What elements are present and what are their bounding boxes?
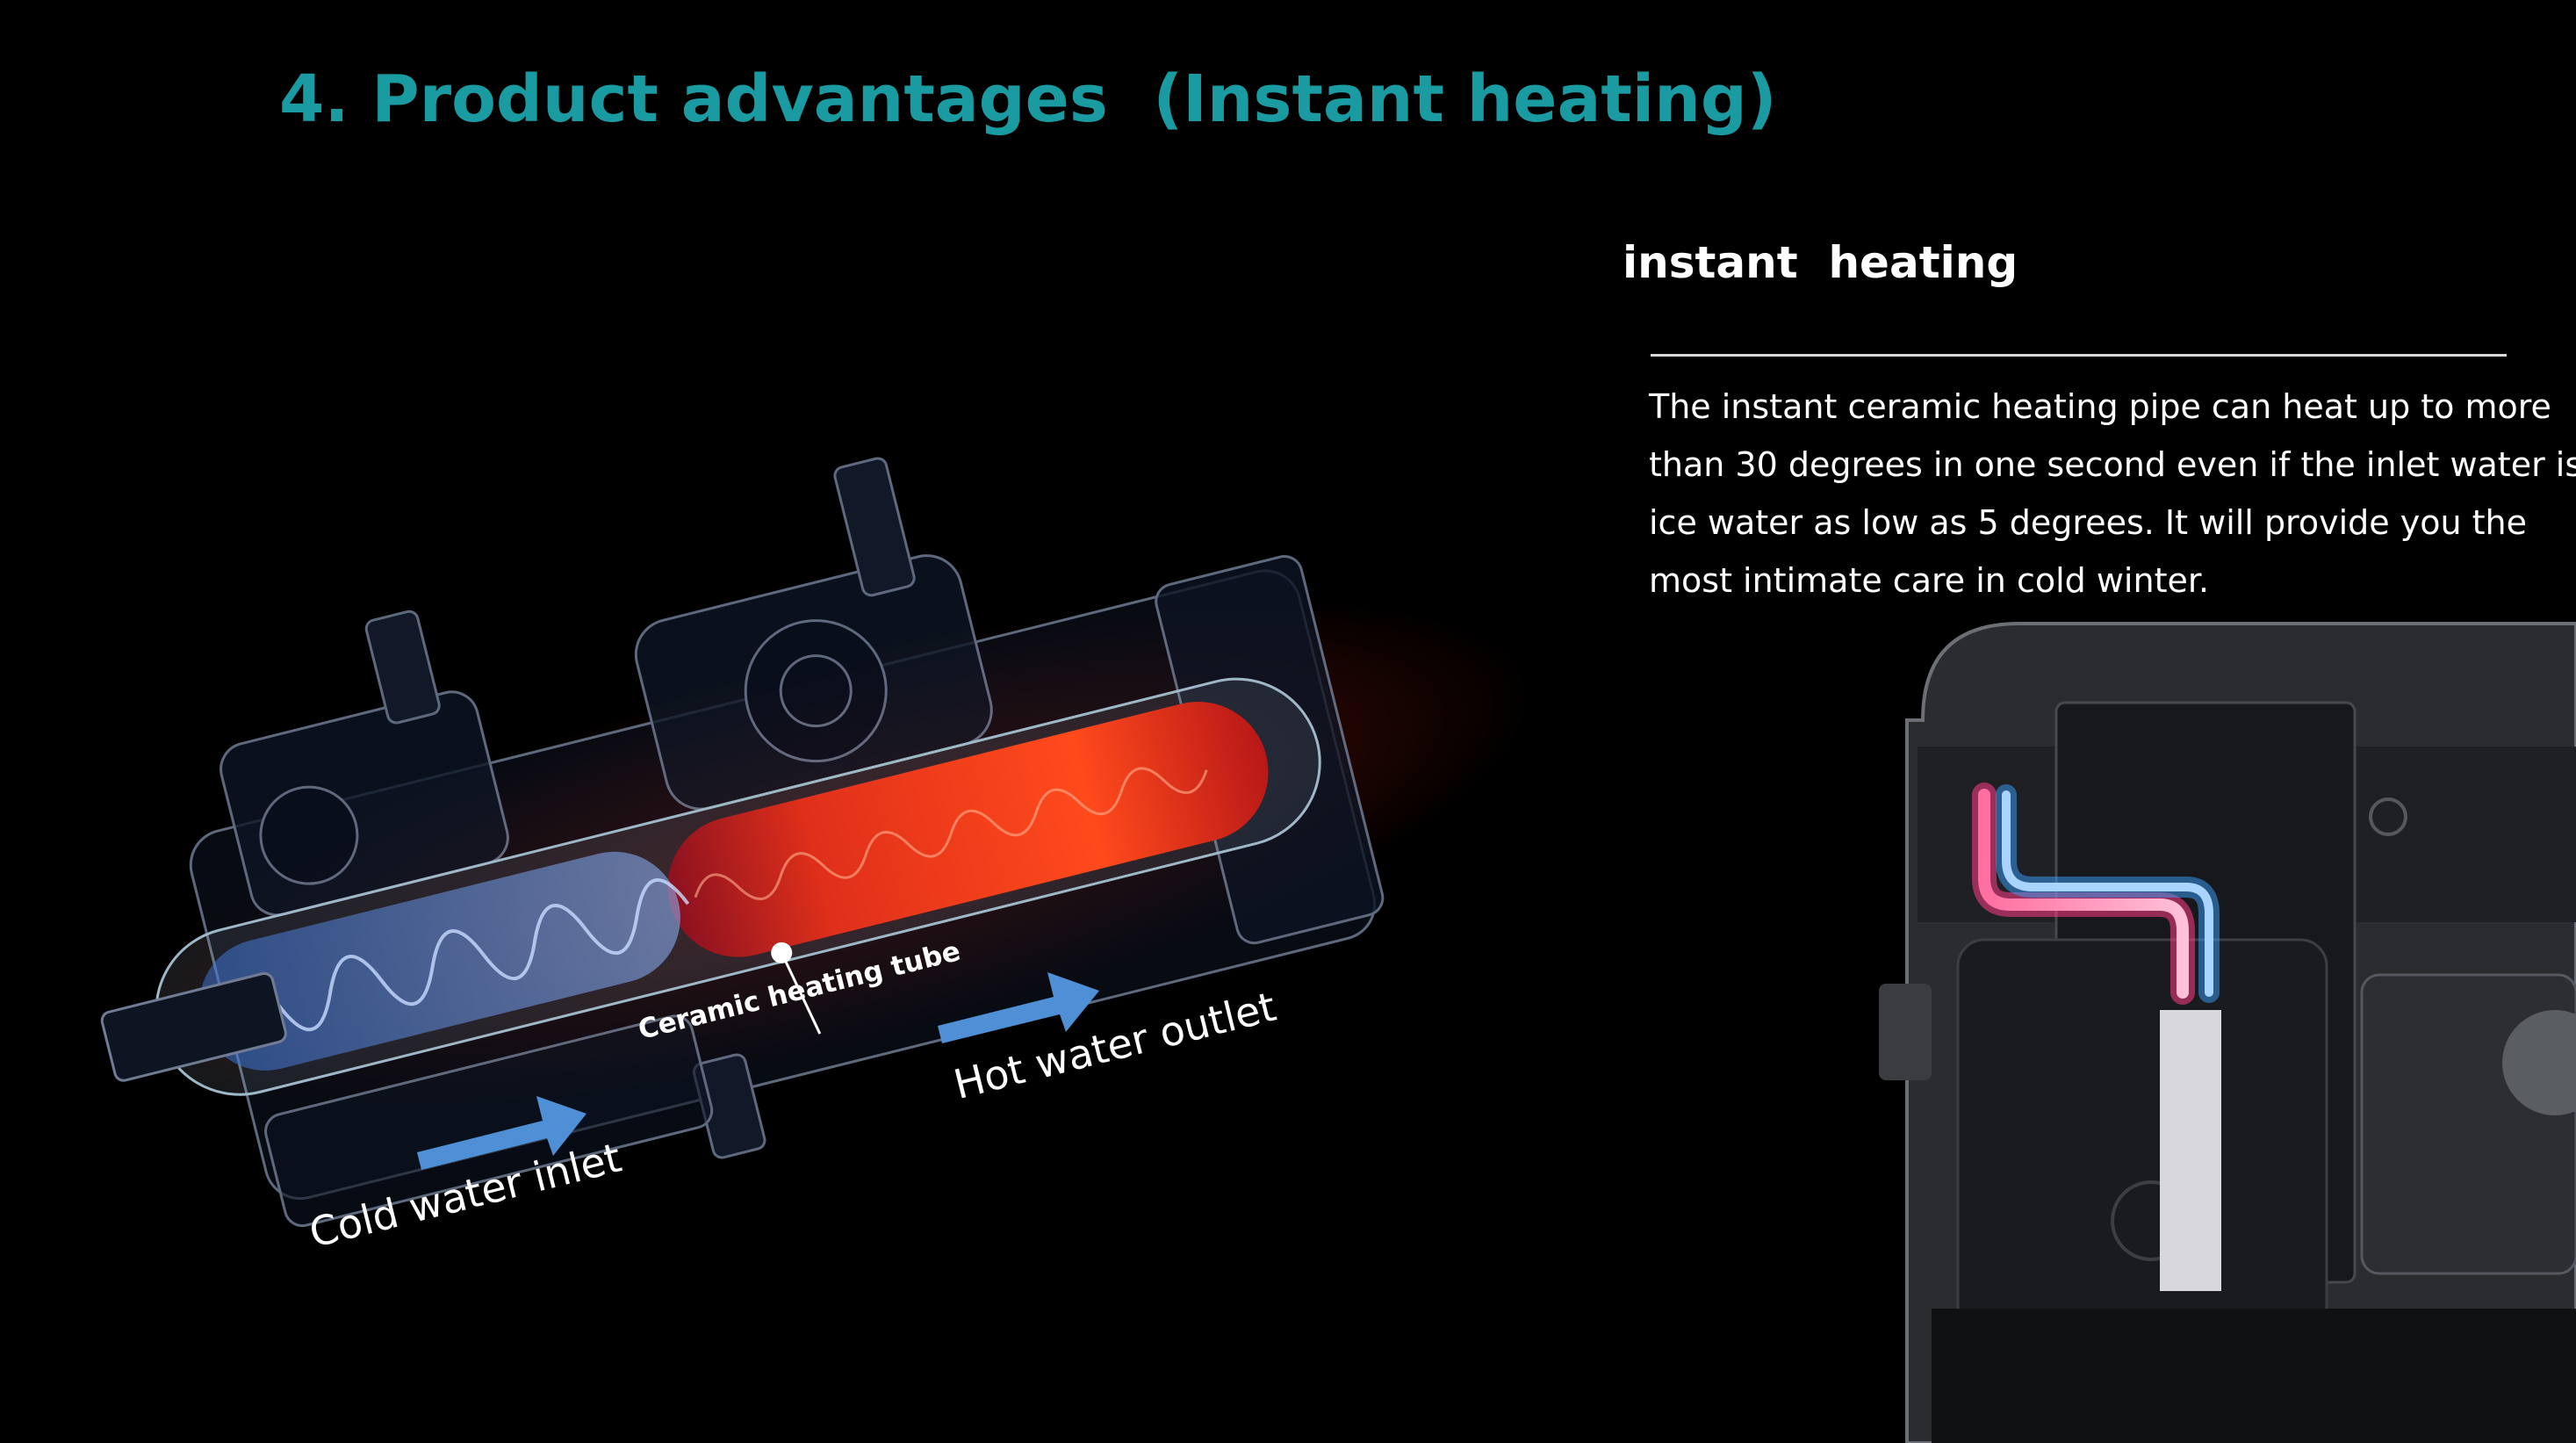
description-line: most intimate care in cold winter. [1649,561,2210,600]
description-line: The instant ceramic heating pipe can hea… [1649,387,2551,426]
section-description: The instant ceramic heating pipe can hea… [1649,378,2576,610]
page-title: 4. Product advantages (Instant heating) [279,61,1777,137]
cold-inlet-arrow [417,1096,586,1170]
dispenser-cutaway-illustration [1879,622,2576,1443]
hot-outlet-arrow [938,972,1099,1043]
description-line: ice water as low as 5 degrees. It will p… [1649,503,2527,542]
section-heading: instant heating [1623,237,2018,288]
description-line: than 30 degrees in one second even if th… [1649,445,2576,484]
heater-cutaway-illustration [100,457,1535,1228]
section-divider [1651,354,2507,357]
